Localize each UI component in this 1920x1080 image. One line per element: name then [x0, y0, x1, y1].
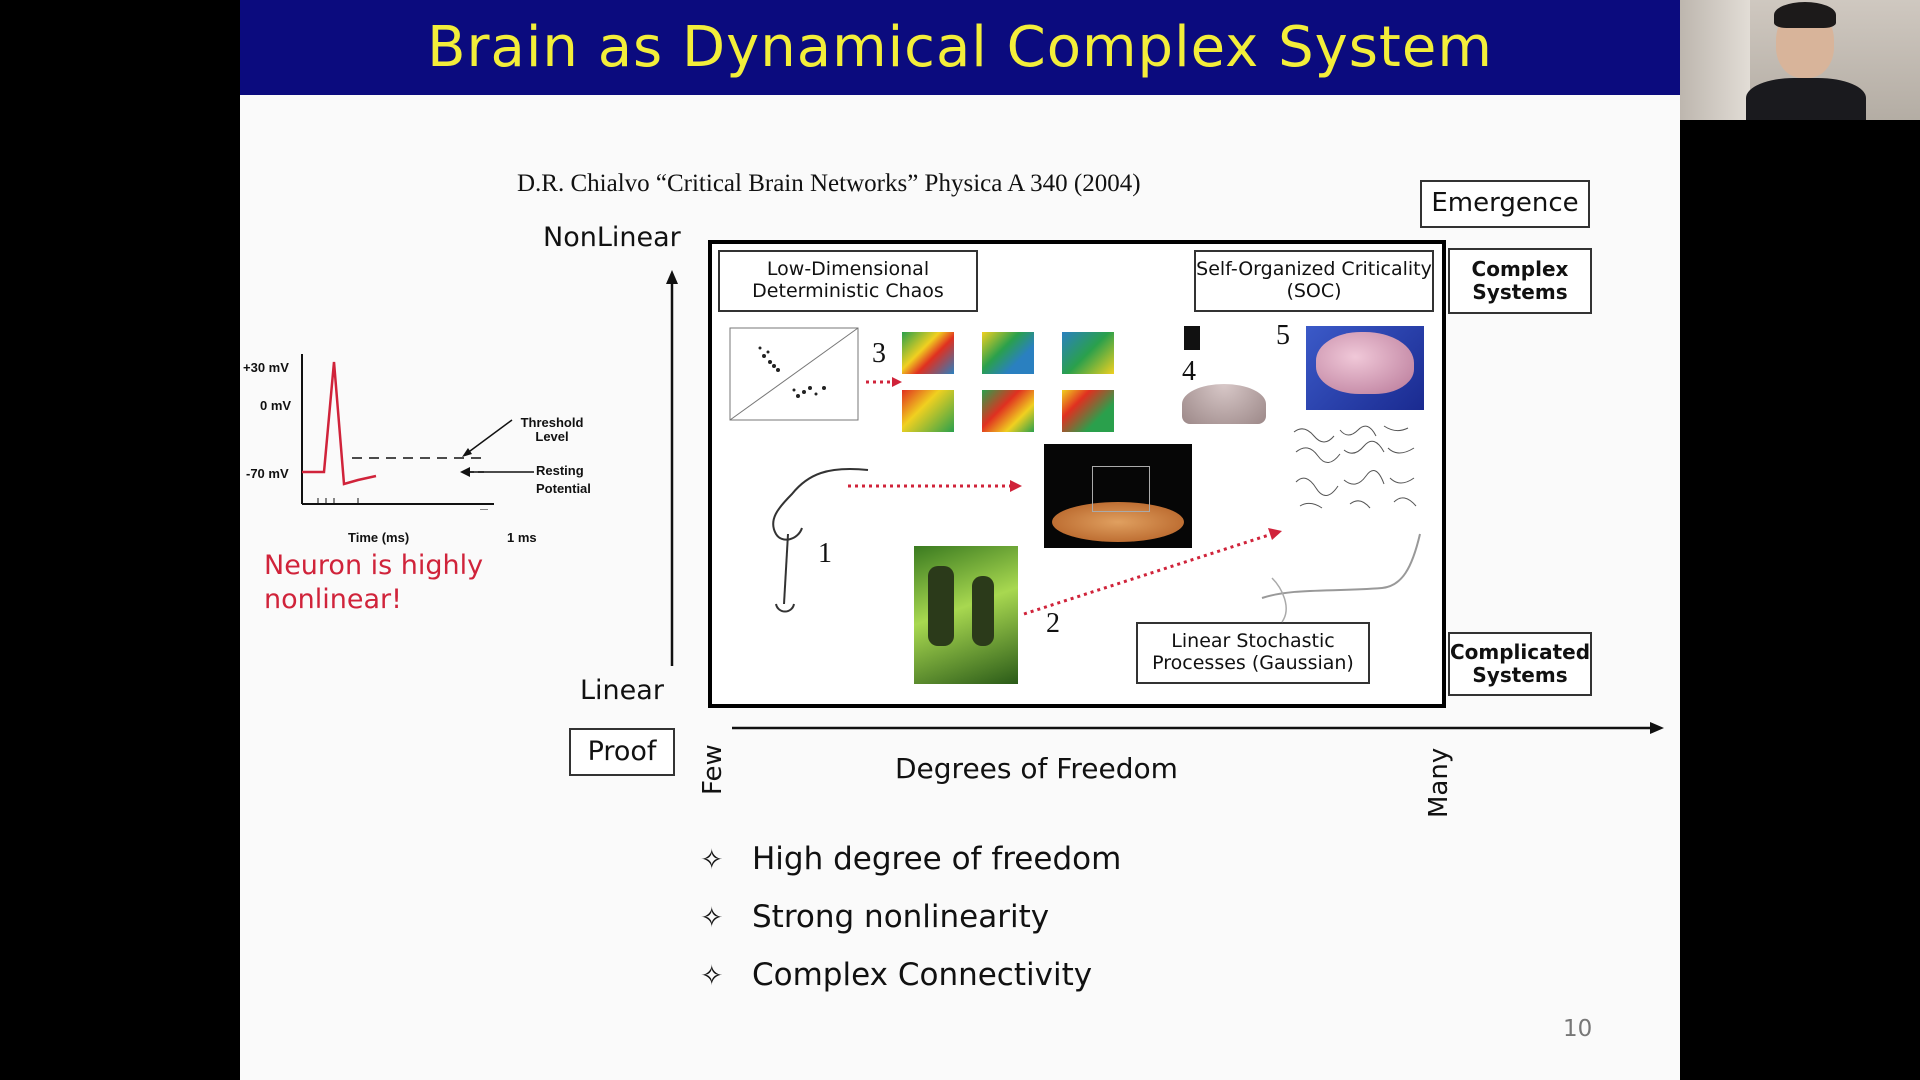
figure-number-1: 1 [818, 538, 832, 569]
x-axis-few-label: Few [698, 744, 728, 795]
bullet-list: ✧ High degree of freedom ✧ Strong nonlin… [700, 830, 1121, 1004]
y-tick-minus70: -70 mV [246, 466, 289, 481]
sandpile-image [1044, 444, 1192, 548]
bullet-item: ✧ Strong nonlinearity [700, 888, 1121, 946]
four-point-star-icon: ✧ [700, 900, 724, 934]
x-axis-label: Degrees of Freedom [895, 752, 1178, 785]
y-axis-top-label: NonLinear [543, 222, 681, 253]
soc-label-box: Self-Organized Criticality (SOC) [1194, 250, 1434, 312]
scale-bar-label: 1 ms [507, 530, 537, 545]
slide: Brain as Dynamical Complex System D.R. C… [240, 0, 1680, 1080]
title-bar: Brain as Dynamical Complex System [240, 0, 1680, 95]
proof-box: Proof [569, 728, 675, 776]
emergence-box: Emergence [1420, 180, 1590, 228]
citation: D.R. Chialvo “Critical Brain Networks” P… [517, 170, 1141, 197]
chaos-label-box: Low-Dimensional Deterministic Chaos [718, 250, 978, 312]
presenter-webcam [1680, 0, 1920, 120]
green-photo [914, 546, 1018, 684]
complex-systems-box: Complex Systems [1448, 248, 1592, 314]
brain-image [1306, 326, 1424, 410]
figure-number-3: 3 [872, 338, 886, 369]
bullet-text: Strong nonlinearity [752, 899, 1050, 935]
four-point-star-icon: ✧ [700, 842, 724, 876]
attractor-scatter-plot [729, 327, 859, 421]
x-axis-arrow [732, 722, 1664, 734]
label-pointers [460, 419, 534, 477]
time-axis-label: Time (ms) [348, 530, 410, 545]
linear-label-box: Linear Stochastic Processes (Gaussian) [1136, 622, 1370, 684]
bullet-item: ✧ High degree of freedom [700, 830, 1121, 888]
figure-number-4: 4 [1182, 356, 1196, 387]
bullet-item: ✧ Complex Connectivity [700, 946, 1121, 1004]
page-number: 10 [1563, 1016, 1593, 1042]
y-tick-plus30: +30 mV [243, 360, 289, 375]
bullet-text: High degree of freedom [752, 841, 1122, 877]
action-potential-plot: +30 mV 0 mV -70 mV Threshold Level Resti… [240, 350, 591, 550]
regime-diagram: Low-Dimensional Deterministic Chaos Self… [708, 240, 1446, 708]
complicated-systems-box: Complicated Systems [1448, 632, 1592, 696]
x-axis-many-label: Many [1424, 747, 1454, 818]
bullet-text: Complex Connectivity [752, 957, 1093, 993]
y-axis-arrow [666, 270, 678, 666]
resting-label: Resting Potential [536, 463, 591, 496]
four-point-star-icon: ✧ [700, 958, 724, 992]
sandpile-small-image [1182, 384, 1266, 424]
neuron-note: Neuron is highly nonlinear! [264, 550, 484, 615]
figure-number-5: 5 [1276, 320, 1290, 351]
y-axis-bottom-label: Linear [580, 675, 664, 706]
threshold-label: Threshold Level [520, 415, 584, 444]
pile-icon [1184, 326, 1200, 350]
network-patterns [1293, 425, 1417, 509]
neuron-fiber-drawing [1261, 533, 1421, 623]
action-potential-trace [301, 354, 494, 510]
figure-number-2: 2 [1046, 608, 1060, 639]
brain-activity-maps [902, 326, 1132, 446]
y-tick-0: 0 mV [260, 398, 292, 413]
diagram-arrows [848, 377, 1282, 616]
hand-drawing [772, 468, 869, 613]
slide-title: Brain as Dynamical Complex System [427, 15, 1493, 80]
